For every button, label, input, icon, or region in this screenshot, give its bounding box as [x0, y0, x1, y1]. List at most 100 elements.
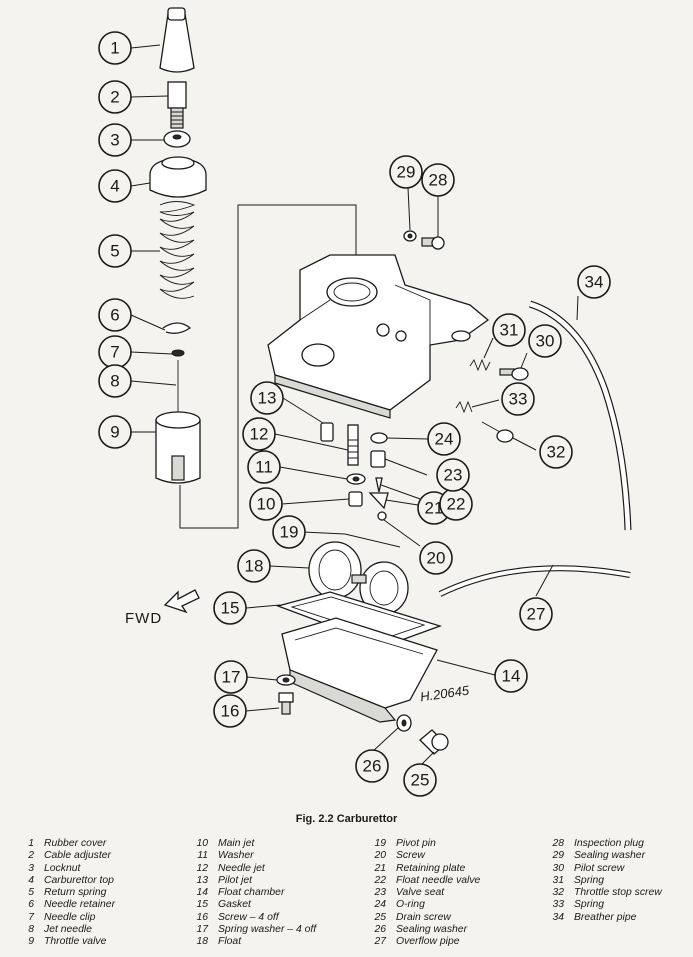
callout-28: 28 [421, 163, 455, 197]
svg-text:21: 21 [425, 499, 444, 518]
callout-29: 29 [389, 155, 423, 189]
part-drawing-washer-11 [346, 473, 366, 485]
callout-4: 4 [98, 169, 132, 203]
leader-lines [130, 44, 579, 765]
callout-34: 34 [577, 265, 611, 299]
svg-text:17: 17 [222, 668, 241, 687]
callout-9: 9 [98, 415, 132, 449]
callout-11: 11 [247, 450, 281, 484]
svg-text:11: 11 [255, 458, 273, 477]
svg-text:13: 13 [258, 389, 277, 408]
svg-text:6: 6 [110, 306, 119, 325]
part-drawing-needle-retainer [162, 322, 192, 334]
part-drawing-pilot-screw [499, 367, 529, 381]
callout-27: 27 [519, 597, 553, 631]
fwd-label: FWD [125, 610, 163, 627]
callout-6: 6 [98, 298, 132, 332]
part-drawing-overflow-pipe [438, 565, 631, 597]
callout-13: 13 [250, 381, 284, 415]
callout-12: 12 [242, 417, 276, 451]
callout-31: 31 [492, 313, 526, 347]
callout-8: 8 [98, 364, 132, 398]
callout-26: 26 [355, 749, 389, 783]
svg-text:14: 14 [502, 667, 521, 686]
svg-text:22: 22 [447, 495, 466, 514]
callout-24: 24 [427, 422, 461, 456]
part-drawing-retaining-plate [368, 492, 389, 510]
svg-text:24: 24 [435, 430, 454, 449]
svg-text:32: 32 [547, 443, 566, 462]
part-drawing-inspection-plug [421, 236, 445, 250]
svg-text:9: 9 [110, 423, 119, 442]
svg-text:31: 31 [500, 321, 519, 340]
part-drawing-rubber-cover [159, 7, 195, 73]
callout-19: 19 [272, 515, 306, 549]
part-drawing-pivot-pin [344, 533, 401, 548]
callout-2: 2 [98, 80, 132, 114]
callout-7: 7 [98, 335, 132, 369]
svg-text:25: 25 [411, 771, 430, 790]
part-drawing-throttle-valve [155, 411, 201, 484]
callout-25: 25 [403, 763, 437, 797]
callout-18: 18 [237, 549, 271, 583]
svg-text:20: 20 [427, 549, 446, 568]
part-drawing-sealing-washer-29 [403, 230, 417, 242]
svg-text:16: 16 [221, 702, 240, 721]
part-drawing-carburettor-body [267, 254, 490, 419]
callout-20: 20 [419, 541, 453, 575]
part-drawing-float-needle-valve [375, 477, 383, 493]
callout-23: 23 [436, 458, 470, 492]
part-drawing-spring-31 [469, 358, 491, 372]
svg-text:4: 4 [110, 177, 119, 196]
svg-text:28: 28 [429, 171, 448, 190]
svg-text:23: 23 [444, 466, 463, 485]
svg-text:3: 3 [110, 131, 119, 150]
figure-caption: Fig. 2.2 Carburettor [295, 813, 398, 825]
svg-text:30: 30 [536, 332, 555, 351]
svg-text:33: 33 [509, 390, 528, 409]
callout-14: 14 [494, 659, 528, 693]
svg-text:8: 8 [110, 372, 119, 391]
part-drawing-float [308, 541, 409, 615]
svg-text:5: 5 [110, 242, 119, 261]
svg-text:15: 15 [221, 599, 240, 618]
part-drawing-screw-20 [377, 511, 387, 521]
svg-text:10: 10 [257, 495, 276, 514]
part-drawing-return-spring [159, 201, 196, 299]
callout-10: 10 [249, 487, 283, 521]
svg-text:7: 7 [110, 343, 119, 362]
part-drawing-valve-seat [370, 450, 386, 468]
part-drawing-main-jet [348, 491, 363, 507]
svg-text:26: 26 [363, 757, 382, 776]
callout-5: 5 [98, 234, 132, 268]
part-drawing-needle-jet [347, 424, 359, 466]
svg-text:34: 34 [585, 273, 604, 292]
